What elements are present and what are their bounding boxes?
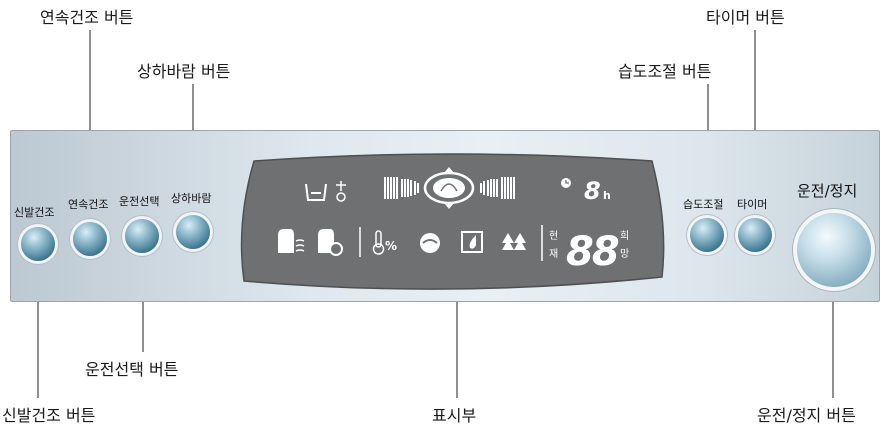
- callout-run-stop: 운전/정지 버튼: [757, 406, 856, 425]
- callout-shoe-dry: 신발건조 버튼: [2, 406, 96, 425]
- run-stop-button[interactable]: [797, 213, 871, 287]
- callout-timer: 타이머 버튼: [706, 8, 785, 27]
- timer-button[interactable]: [738, 218, 772, 252]
- display-panel: 8 h % 현 재 88 희 망: [240, 153, 665, 290]
- swing-icon: [423, 167, 475, 209]
- callout-humidity: 습도조절 버튼: [618, 62, 712, 81]
- fan-level-left-icon: [384, 177, 419, 199]
- callout-continuous-dry: 연속건조 버튼: [40, 8, 134, 27]
- label-continuous-dry: 연속건조: [68, 198, 109, 211]
- percent-symbol: %: [385, 239, 397, 253]
- label-run-select: 운전선택: [119, 195, 160, 208]
- thermometer-humidity-icon: %: [372, 230, 397, 255]
- main-digits: 88: [566, 229, 619, 275]
- drop-box-icon: [461, 231, 483, 253]
- shoe-dry-button[interactable]: [21, 227, 55, 261]
- label-shoe-dry: 신발건조: [14, 206, 55, 219]
- continuous-dry-icon: [318, 229, 343, 256]
- water-tank-icon: [305, 183, 327, 201]
- label-humidity: 습도조절: [683, 198, 724, 211]
- trees-icon: [502, 233, 526, 250]
- callout-run-select: 운전선택 버튼: [85, 360, 179, 379]
- callout-display: 표시부: [432, 406, 477, 425]
- current-top-label: 현: [549, 230, 558, 242]
- hope-top-label: 희: [620, 230, 629, 242]
- display-background: [240, 153, 665, 290]
- current-bottom-label: 재: [549, 248, 558, 260]
- label-run-stop: 운전/정지: [797, 182, 858, 200]
- humidity-button[interactable]: [690, 218, 724, 252]
- frost-icon: [336, 181, 346, 202]
- clock-icon: [561, 178, 571, 188]
- fan-level-right-icon: [480, 177, 515, 199]
- label-swing: 상하바람: [171, 192, 212, 205]
- continuous-dry-button[interactable]: [73, 222, 107, 256]
- shoe-dry-icon: [278, 229, 305, 253]
- hope-bottom-label: 망: [620, 248, 629, 260]
- callout-swing: 상하바람 버튼: [137, 62, 231, 81]
- timer-digit: 8: [584, 177, 601, 205]
- sleep-face-icon: [420, 233, 440, 253]
- swing-button[interactable]: [176, 215, 210, 249]
- timer-unit: h: [603, 189, 611, 202]
- label-timer: 타이머: [737, 198, 768, 211]
- run-select-button[interactable]: [125, 219, 159, 253]
